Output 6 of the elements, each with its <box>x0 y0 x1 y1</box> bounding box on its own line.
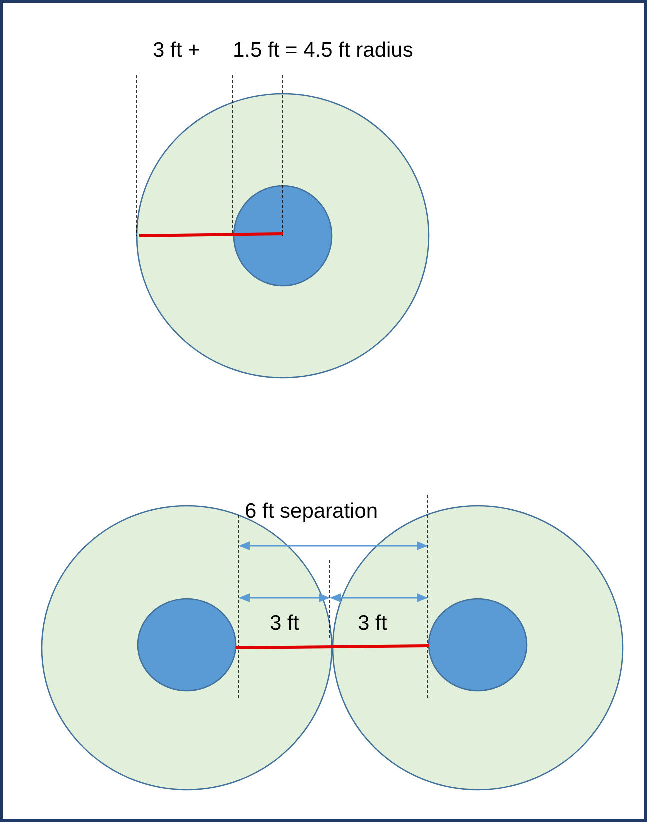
radius-label: 3 ft + <box>153 40 200 61</box>
dimension-label: 3 ft <box>270 613 300 634</box>
radius-label: 1.5 ft = 4.5 ft radius <box>233 40 414 61</box>
dimension-label: 3 ft <box>358 613 388 634</box>
dimension-label: 6 ft separation <box>245 501 378 522</box>
distance-line <box>236 644 430 650</box>
